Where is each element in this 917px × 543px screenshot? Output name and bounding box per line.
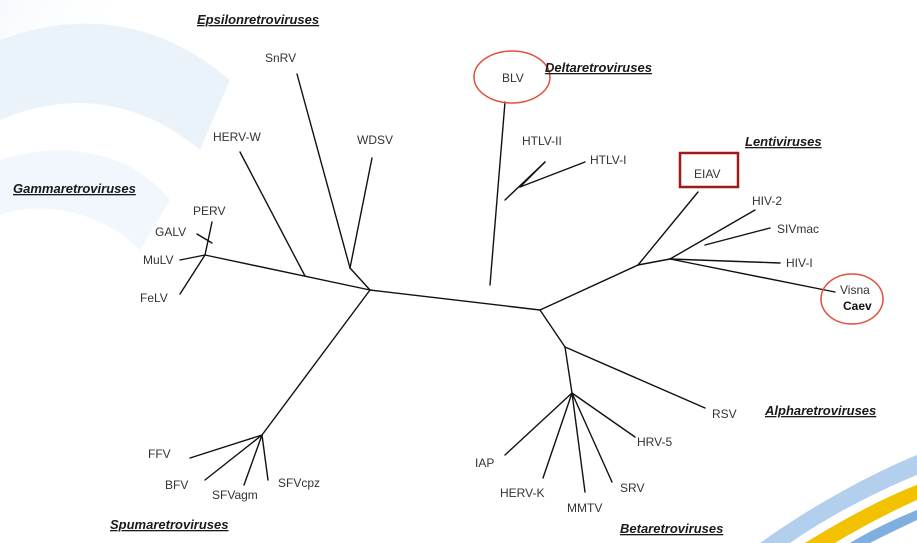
branch-sivmac bbox=[704, 227, 771, 246]
branch-galv bbox=[196, 233, 213, 244]
branch-to-gamma bbox=[204, 254, 371, 291]
taxon-label-htlv-ii: HTLV-II bbox=[522, 134, 562, 148]
family-label-beta: Betaretroviruses bbox=[620, 521, 723, 536]
taxon-label-rsv: RSV bbox=[712, 407, 737, 421]
taxon-label-mulv: MuLV bbox=[143, 253, 173, 267]
branch-eiav bbox=[637, 191, 699, 266]
branch-sfvagm bbox=[243, 434, 263, 486]
branch-sfvcpz bbox=[261, 434, 269, 481]
taxon-label-hiv1: HIV-I bbox=[786, 256, 813, 270]
taxon-label-sfvcpz: SFVcpz bbox=[278, 476, 320, 490]
branch-felv bbox=[179, 254, 206, 295]
taxon-label-srv: SRV bbox=[620, 481, 644, 495]
taxon-label-herv-k: HERV-K bbox=[500, 486, 544, 500]
eiav-highlight-box bbox=[678, 151, 740, 189]
taxon-label-htlv-i: HTLV-I bbox=[590, 153, 626, 167]
branch-ffv bbox=[189, 434, 263, 459]
branch-htlv-i bbox=[519, 161, 586, 188]
family-labels: Epsilonretroviruses Deltaretroviruses Le… bbox=[13, 12, 876, 536]
branch-beta-inner bbox=[564, 346, 573, 394]
highlights bbox=[473, 50, 884, 325]
taxon-label-blv: BLV bbox=[502, 71, 524, 85]
branch-hiv1 bbox=[669, 258, 781, 264]
branch-backbone bbox=[369, 289, 541, 311]
taxon-label-caev: Caev bbox=[843, 299, 872, 313]
branch-mmtv bbox=[571, 392, 586, 493]
family-label-alpha: Alpharetroviruses bbox=[764, 403, 876, 418]
family-label-gamma: Gammaretroviruses bbox=[13, 181, 136, 196]
branch-wdsv bbox=[349, 157, 373, 269]
taxon-label-hiv2: HIV-2 bbox=[752, 194, 782, 208]
branch-rsv bbox=[564, 346, 706, 409]
taxon-label-wdsv: WDSV bbox=[357, 133, 393, 147]
taxon-label-sfvagm: SFVagm bbox=[212, 488, 258, 502]
taxon-label-ffv: FFV bbox=[148, 447, 171, 461]
taxon-label-visna: Visna bbox=[840, 283, 870, 297]
taxon-label-eiav: EIAV bbox=[694, 167, 720, 181]
branch-htlv-ii bbox=[519, 161, 546, 188]
visna-caev-highlight-circle bbox=[820, 273, 884, 325]
family-label-delta: Deltaretroviruses bbox=[545, 60, 652, 75]
family-label-lenti: Lentiviruses bbox=[745, 134, 822, 149]
branch-lenti-inner bbox=[637, 258, 671, 266]
tree-branches bbox=[179, 73, 836, 493]
branch-snrv bbox=[296, 73, 351, 269]
branch-herv-w bbox=[239, 151, 306, 277]
taxon-labels: SnRV HERV-W WDSV PERV GALV MuLV FeLV BLV… bbox=[140, 51, 872, 515]
branch-to-lenti bbox=[539, 264, 639, 311]
branch-hiv2 bbox=[669, 209, 756, 260]
branch-to-delta bbox=[489, 101, 506, 286]
taxon-label-galv: GALV bbox=[155, 225, 186, 239]
branch-bfv bbox=[204, 434, 263, 481]
taxon-label-mmtv: MMTV bbox=[567, 501, 602, 515]
taxon-label-perv: PERV bbox=[193, 204, 225, 218]
branch-to-spuma bbox=[261, 289, 371, 436]
taxon-label-iap: IAP bbox=[475, 456, 494, 470]
family-label-epsilon: Epsilonretroviruses bbox=[197, 12, 319, 27]
taxon-label-herv-w: HERV-W bbox=[213, 130, 261, 144]
family-label-spuma: Spumaretroviruses bbox=[110, 517, 229, 532]
blv-highlight-circle bbox=[473, 50, 551, 104]
branch-to-epsilon bbox=[349, 267, 371, 291]
branch-herv-k bbox=[542, 392, 573, 479]
branch-perv bbox=[204, 221, 213, 256]
branch-iap bbox=[504, 392, 573, 456]
branch-to-beta bbox=[539, 309, 566, 348]
taxon-label-snrv: SnRV bbox=[265, 51, 296, 65]
taxon-label-bfv: BFV bbox=[165, 478, 188, 492]
taxon-label-hrv5: HRV-5 bbox=[637, 435, 672, 449]
taxon-label-felv: FeLV bbox=[140, 291, 168, 305]
taxon-label-sivmac: SIVmac bbox=[777, 222, 819, 236]
branch-hrv5 bbox=[571, 392, 636, 438]
branch-mulv bbox=[179, 254, 206, 261]
branch-srv bbox=[571, 392, 613, 483]
branch-visna bbox=[669, 258, 836, 293]
